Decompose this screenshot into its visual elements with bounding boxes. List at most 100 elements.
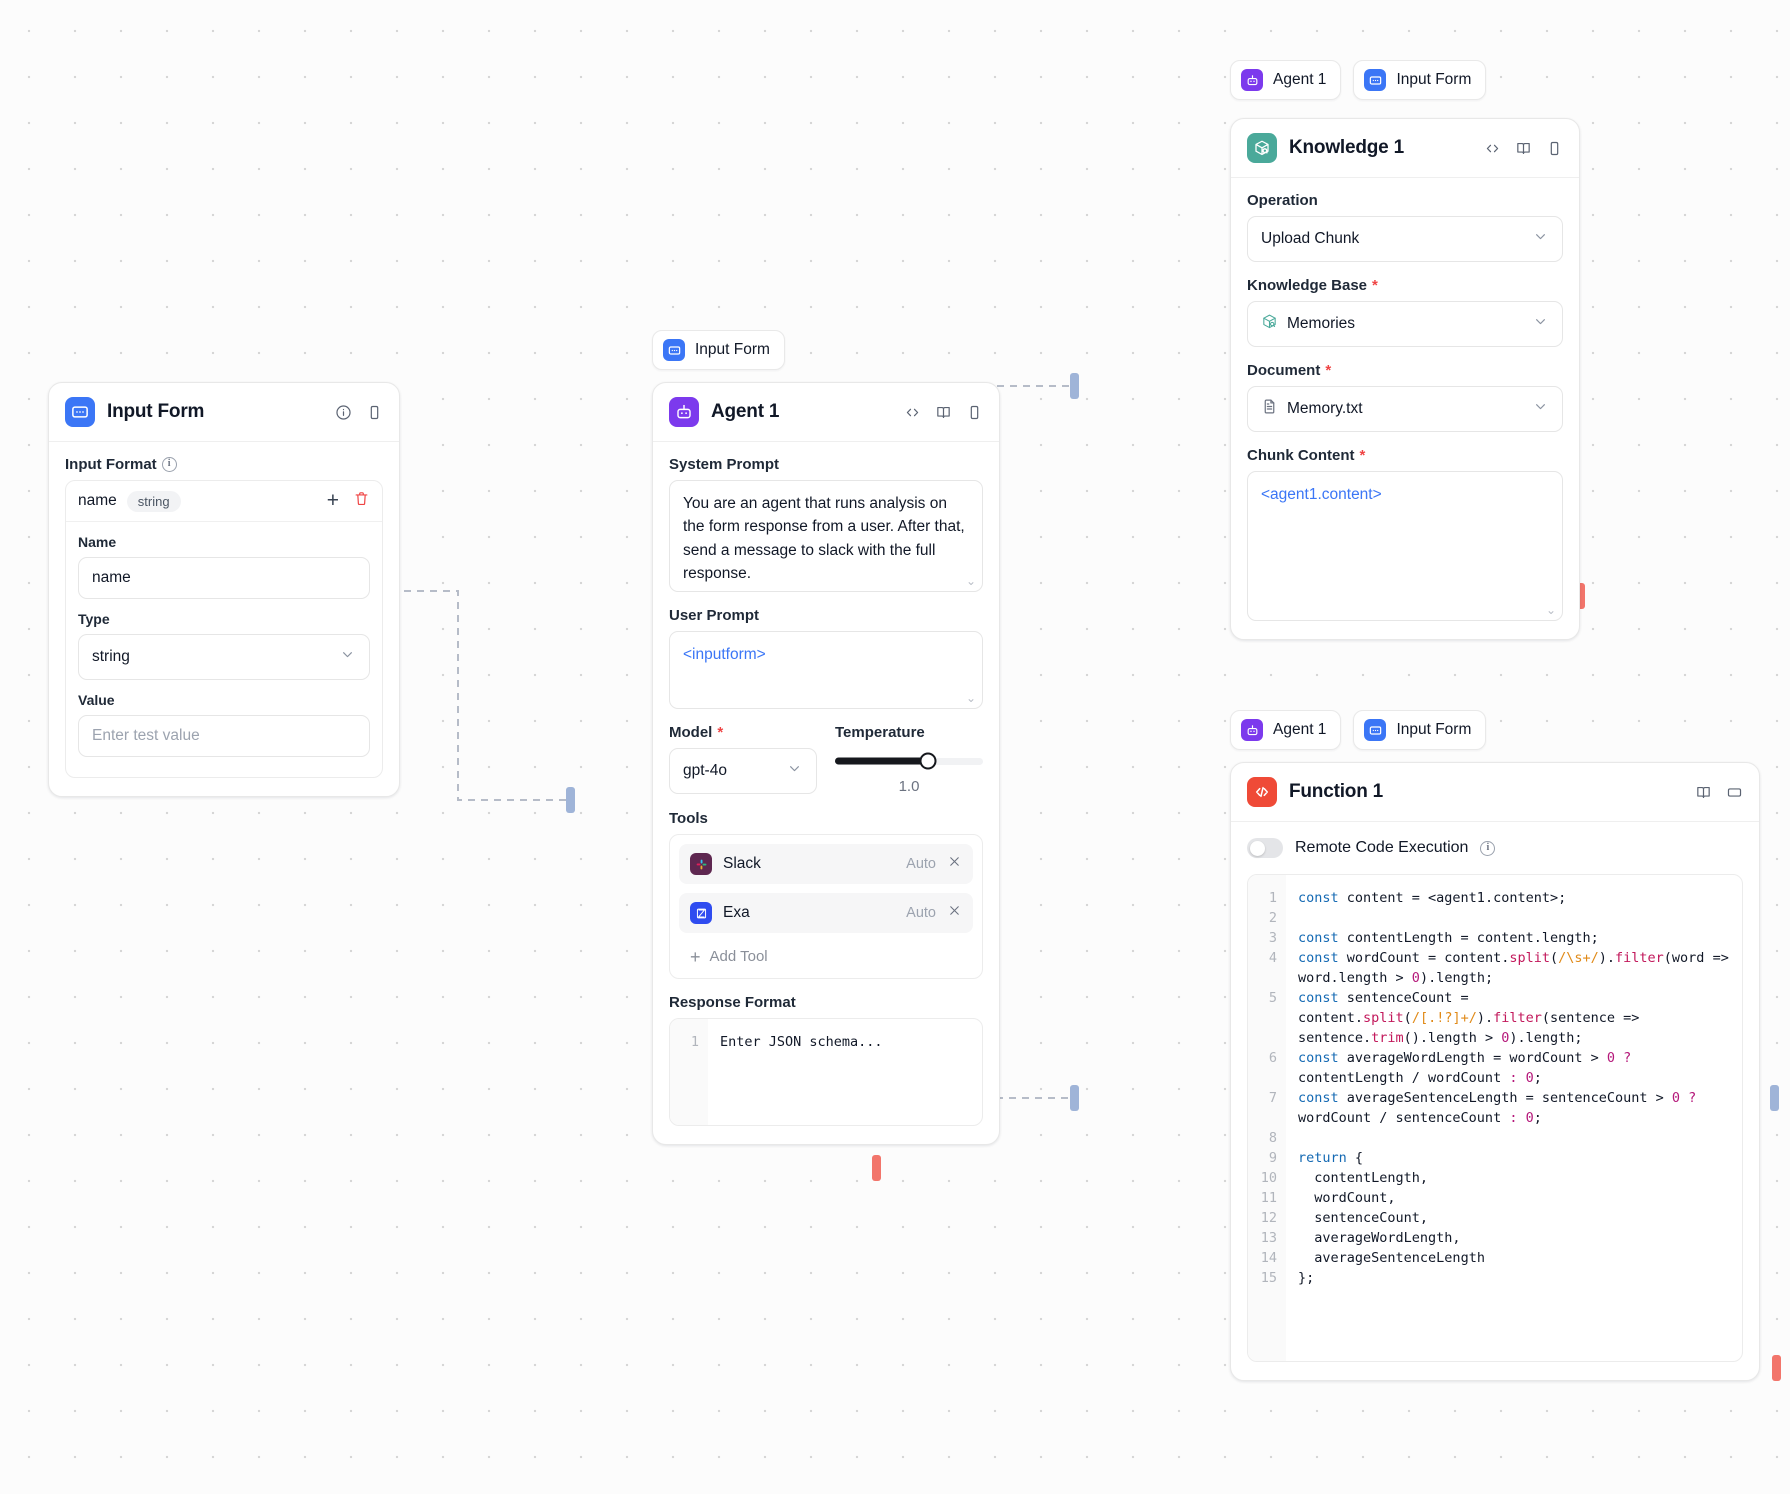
name-label: Name [78, 534, 117, 550]
agent-error-handle[interactable] [872, 1155, 881, 1181]
knowledge-base-value: Memories [1287, 315, 1356, 332]
badge-label: Input Form [695, 341, 770, 358]
panel-icon[interactable] [966, 404, 983, 421]
book-icon[interactable] [935, 404, 952, 421]
code-icon[interactable] [904, 404, 921, 421]
chunk-content-textarea[interactable]: <agent1.content> ⌄ [1247, 471, 1563, 621]
panel-icon[interactable] [1546, 140, 1563, 157]
operation-select[interactable]: Upload Chunk [1247, 216, 1563, 262]
system-prompt-label: System Prompt [669, 456, 780, 473]
slack-icon [690, 853, 712, 875]
close-icon[interactable] [947, 854, 962, 874]
badge-input-form[interactable]: Input Form [1353, 710, 1487, 750]
input-form-icon [65, 397, 95, 427]
required-marker: * [1359, 447, 1366, 464]
agent-body: System Prompt You are an agent that runs… [653, 442, 999, 1144]
chevron-down-icon [1532, 313, 1549, 335]
tool-mode[interactable]: Auto [906, 856, 936, 872]
input-form-header: Input Form [49, 383, 399, 442]
field-type: Type string [78, 611, 370, 680]
resize-handle-icon[interactable]: ⌄ [1545, 603, 1556, 617]
value-input[interactable]: Enter test value [78, 715, 370, 757]
remote-code-execution-toggle[interactable] [1247, 838, 1283, 858]
document-select[interactable]: Memory.txt [1247, 386, 1563, 432]
agent-header: Agent 1 [653, 383, 999, 442]
badge-input-form[interactable]: Input Form [652, 330, 785, 370]
node-input-form[interactable]: Input Form Input Format i name string + [48, 382, 400, 797]
field-user-prompt: User Prompt <inputform> ⌄ [669, 607, 983, 709]
add-tool-button[interactable]: + Add Tool [679, 942, 973, 969]
knowledge-body: Operation Upload Chunk Knowledge Base * … [1231, 178, 1579, 639]
function-header: Function 1 [1231, 763, 1759, 822]
tool-row[interactable]: Exa Auto [679, 893, 973, 933]
chunk-content-label: Chunk Content * [1247, 447, 1366, 464]
resize-handle-icon[interactable]: ⌄ [965, 691, 976, 705]
resize-handle-icon[interactable]: ⌄ [965, 574, 976, 588]
function-error-handle[interactable] [1772, 1355, 1781, 1381]
add-field-button[interactable]: + [326, 489, 339, 512]
knowledge-input-handle[interactable] [1070, 373, 1079, 399]
tool-row[interactable]: Slack Auto [679, 844, 973, 884]
temperature-slider[interactable] [835, 748, 983, 774]
panel-icon[interactable] [366, 404, 383, 421]
plus-icon: + [690, 946, 701, 967]
chevron-down-icon [1532, 398, 1549, 420]
field-document: Document * Memory.txt [1247, 362, 1563, 432]
operation-label: Operation [1247, 192, 1318, 209]
field-tools: Tools Slack Auto [669, 810, 983, 979]
info-icon[interactable]: i [161, 457, 177, 472]
book-icon[interactable] [1515, 140, 1532, 157]
badge-agent-1[interactable]: Agent 1 [1230, 710, 1342, 750]
info-icon[interactable]: i [1480, 840, 1496, 856]
input-format-entry-header[interactable]: name string + [66, 481, 382, 522]
user-prompt-textarea[interactable]: <inputform> ⌄ [669, 631, 983, 709]
function-output-handle[interactable] [1770, 1085, 1779, 1111]
slider-knob[interactable] [919, 752, 937, 770]
system-prompt-textarea[interactable]: You are an agent that runs analysis on t… [669, 480, 983, 592]
response-format-editor[interactable]: 1 Enter JSON schema... [669, 1018, 983, 1126]
robot-icon [1241, 69, 1263, 91]
tool-name: Exa [723, 904, 750, 921]
code-icon[interactable] [1484, 140, 1501, 157]
close-icon[interactable] [947, 903, 962, 923]
agent-source-badges: Input Form [652, 330, 785, 370]
slider-fill [835, 757, 929, 765]
function-code[interactable]: const content = <agent1.content>; const … [1298, 890, 1737, 1286]
node-agent[interactable]: Agent 1 System Prompt You are an agent t… [652, 382, 1000, 1145]
model-select[interactable]: gpt-4o [669, 748, 817, 794]
node-knowledge[interactable]: Knowledge 1 Operation Upload Chunk [1230, 118, 1580, 640]
knowledge-source-badges: Agent 1 Input Form [1230, 60, 1487, 100]
input-form-icon [663, 339, 685, 361]
temperature-value: 1.0 [898, 778, 920, 795]
robot-icon [1241, 719, 1263, 741]
knowledge-icon [1261, 313, 1278, 335]
required-marker: * [1372, 277, 1378, 294]
function-input-handle[interactable] [1070, 1085, 1079, 1111]
tools-list: Slack Auto Exa Auto [669, 834, 983, 979]
exa-icon [690, 902, 712, 924]
info-icon[interactable] [335, 404, 352, 421]
badge-agent-1[interactable]: Agent 1 [1230, 60, 1342, 100]
type-select[interactable]: string [78, 634, 370, 680]
window-icon[interactable] [1726, 784, 1743, 801]
chevron-down-icon [1532, 228, 1549, 250]
add-tool-label: Add Tool [709, 948, 768, 965]
tool-mode[interactable]: Auto [906, 905, 936, 921]
badge-input-form[interactable]: Input Form [1353, 60, 1487, 100]
book-icon[interactable] [1695, 784, 1712, 801]
input-form-body: Input Format i name string + Name name [49, 442, 399, 796]
delete-icon[interactable] [353, 490, 370, 512]
field-chunk-content: Chunk Content * <agent1.content> ⌄ [1247, 447, 1563, 621]
remote-code-execution-row[interactable]: Remote Code Execution i [1247, 836, 1743, 874]
model-value: gpt-4o [683, 762, 727, 779]
code-tag-icon [1247, 777, 1277, 807]
knowledge-base-select[interactable]: Memories [1247, 301, 1563, 347]
node-title: Function 1 [1289, 781, 1384, 802]
name-input[interactable]: name [78, 557, 370, 599]
knowledge-output-handle[interactable] [1576, 583, 1585, 609]
agent-input-handle[interactable] [566, 787, 575, 813]
